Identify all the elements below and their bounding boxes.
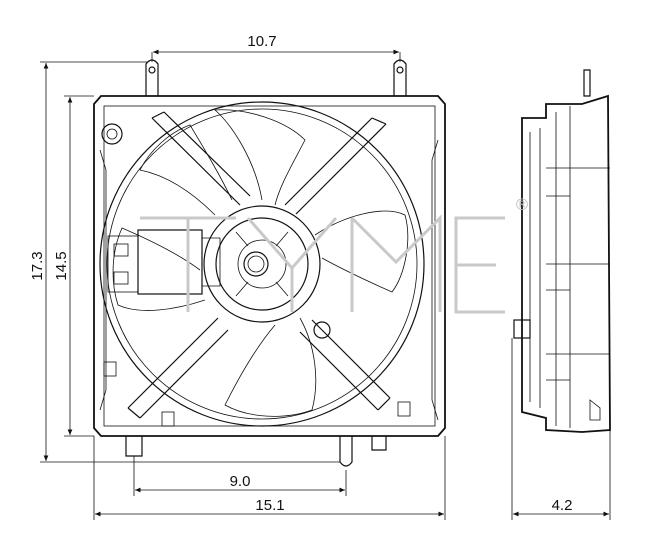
frame-struts [127,111,391,419]
shroud-frame [93,95,446,437]
clip-right [397,401,411,417]
lower-mount-tabs [125,436,387,467]
dim-overall-width: 15.1 [255,497,284,514]
dimension-lines [40,49,611,520]
fan-blades [112,109,409,417]
clip-bottom [161,411,175,427]
brand-watermark [140,214,505,314]
fan-ring-outer [99,101,425,427]
fan-ring-inner [106,108,418,420]
side-view [513,69,611,433]
registered-mark: ® [514,195,530,214]
dim-overall-height: 17.3 [29,251,46,280]
motor-hub [203,205,321,323]
motor-connector [107,229,221,295]
clip-left [103,361,117,377]
dim-lower-mount: 9.0 [230,473,251,490]
dim-mount-span: 10.7 [247,33,276,50]
dim-frame-height: 14.5 [53,251,70,280]
shroud-inner-frame [103,105,436,427]
dimension-labels: 10.7 17.3 14.5 9.0 15.1 4.2 [29,33,572,514]
bolt-boss [313,321,331,339]
upper-mount-tabs [145,59,407,96]
drain-hole [101,123,123,145]
side-connector [513,319,531,339]
front-view [93,59,446,467]
dim-depth: 4.2 [552,497,573,514]
